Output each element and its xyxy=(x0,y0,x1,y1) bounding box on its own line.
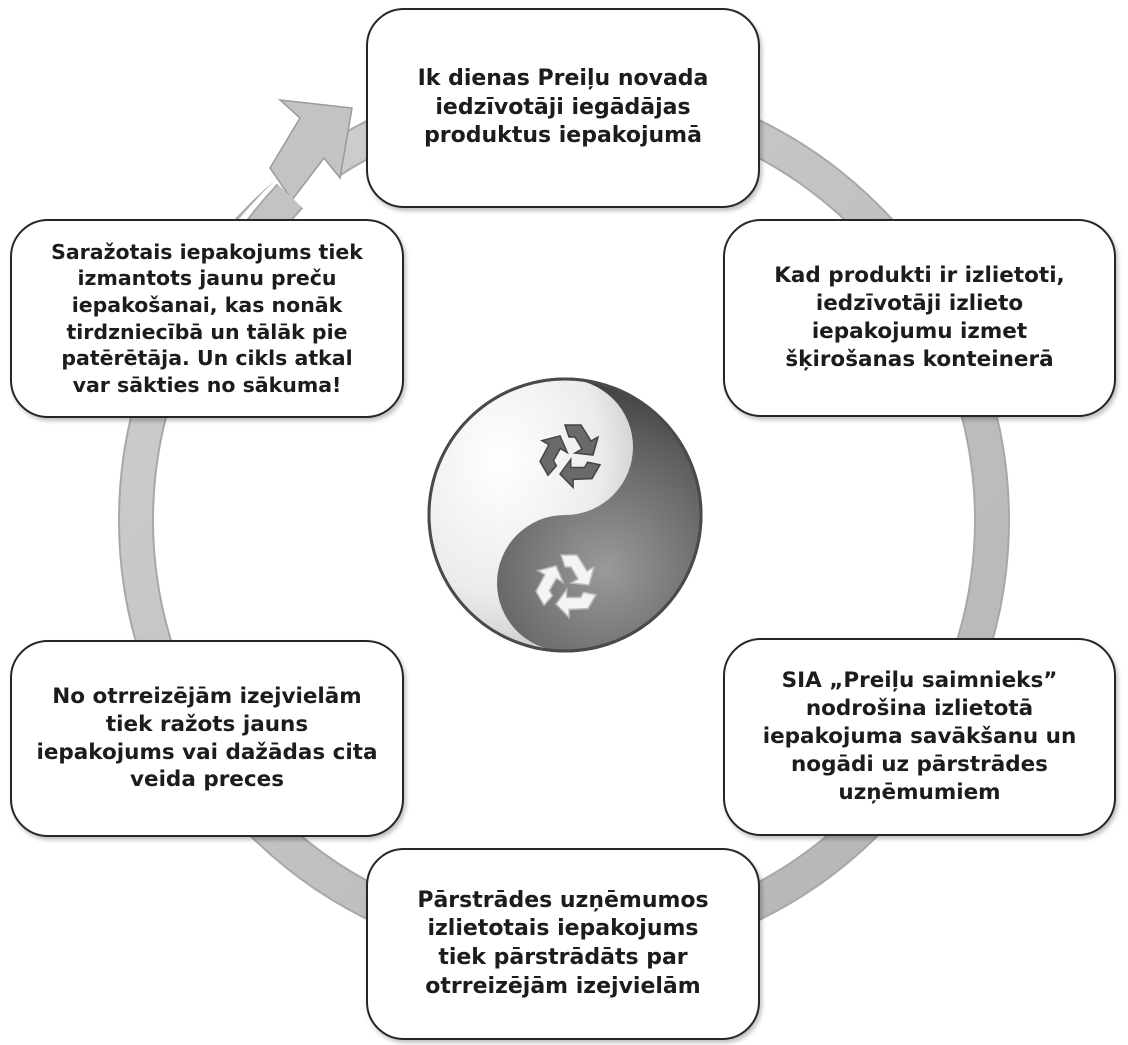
yin-yang-recycle-icon xyxy=(427,377,703,653)
step-text: SIA „Preiļu saimnieks” nodrošina izlieto… xyxy=(762,668,1077,805)
step-box-production: No otrreizējām izejvielām tiek ražots ja… xyxy=(10,640,404,837)
step-box-collection: SIA „Preiļu saimnieks” nodrošina izlieto… xyxy=(723,638,1116,836)
step-box-purchase: Ik dienas Preiļu novada iedzīvotāji iegā… xyxy=(366,8,760,208)
step-text: No otrreizējām izejvielām tiek ražots ja… xyxy=(36,683,378,793)
step-text: Pārstrādes uzņēmumos izlietotais iepakoj… xyxy=(417,887,709,999)
step-box-reuse: Saražotais iepakojums tiek izmantots jau… xyxy=(10,219,404,418)
step-text: Saražotais iepakojums tiek izmantots jau… xyxy=(51,239,363,397)
step-text: Ik dienas Preiļu novada iedzīvotāji iegā… xyxy=(417,66,709,149)
step-box-recycling: Pārstrādes uzņēmumos izlietotais iepakoj… xyxy=(366,848,760,1040)
step-box-dispose: Kad produkti ir izlietoti, iedzīvotāji i… xyxy=(723,219,1116,417)
step-text: Kad produkti ir izlietoti, iedzīvotāji i… xyxy=(774,263,1065,372)
